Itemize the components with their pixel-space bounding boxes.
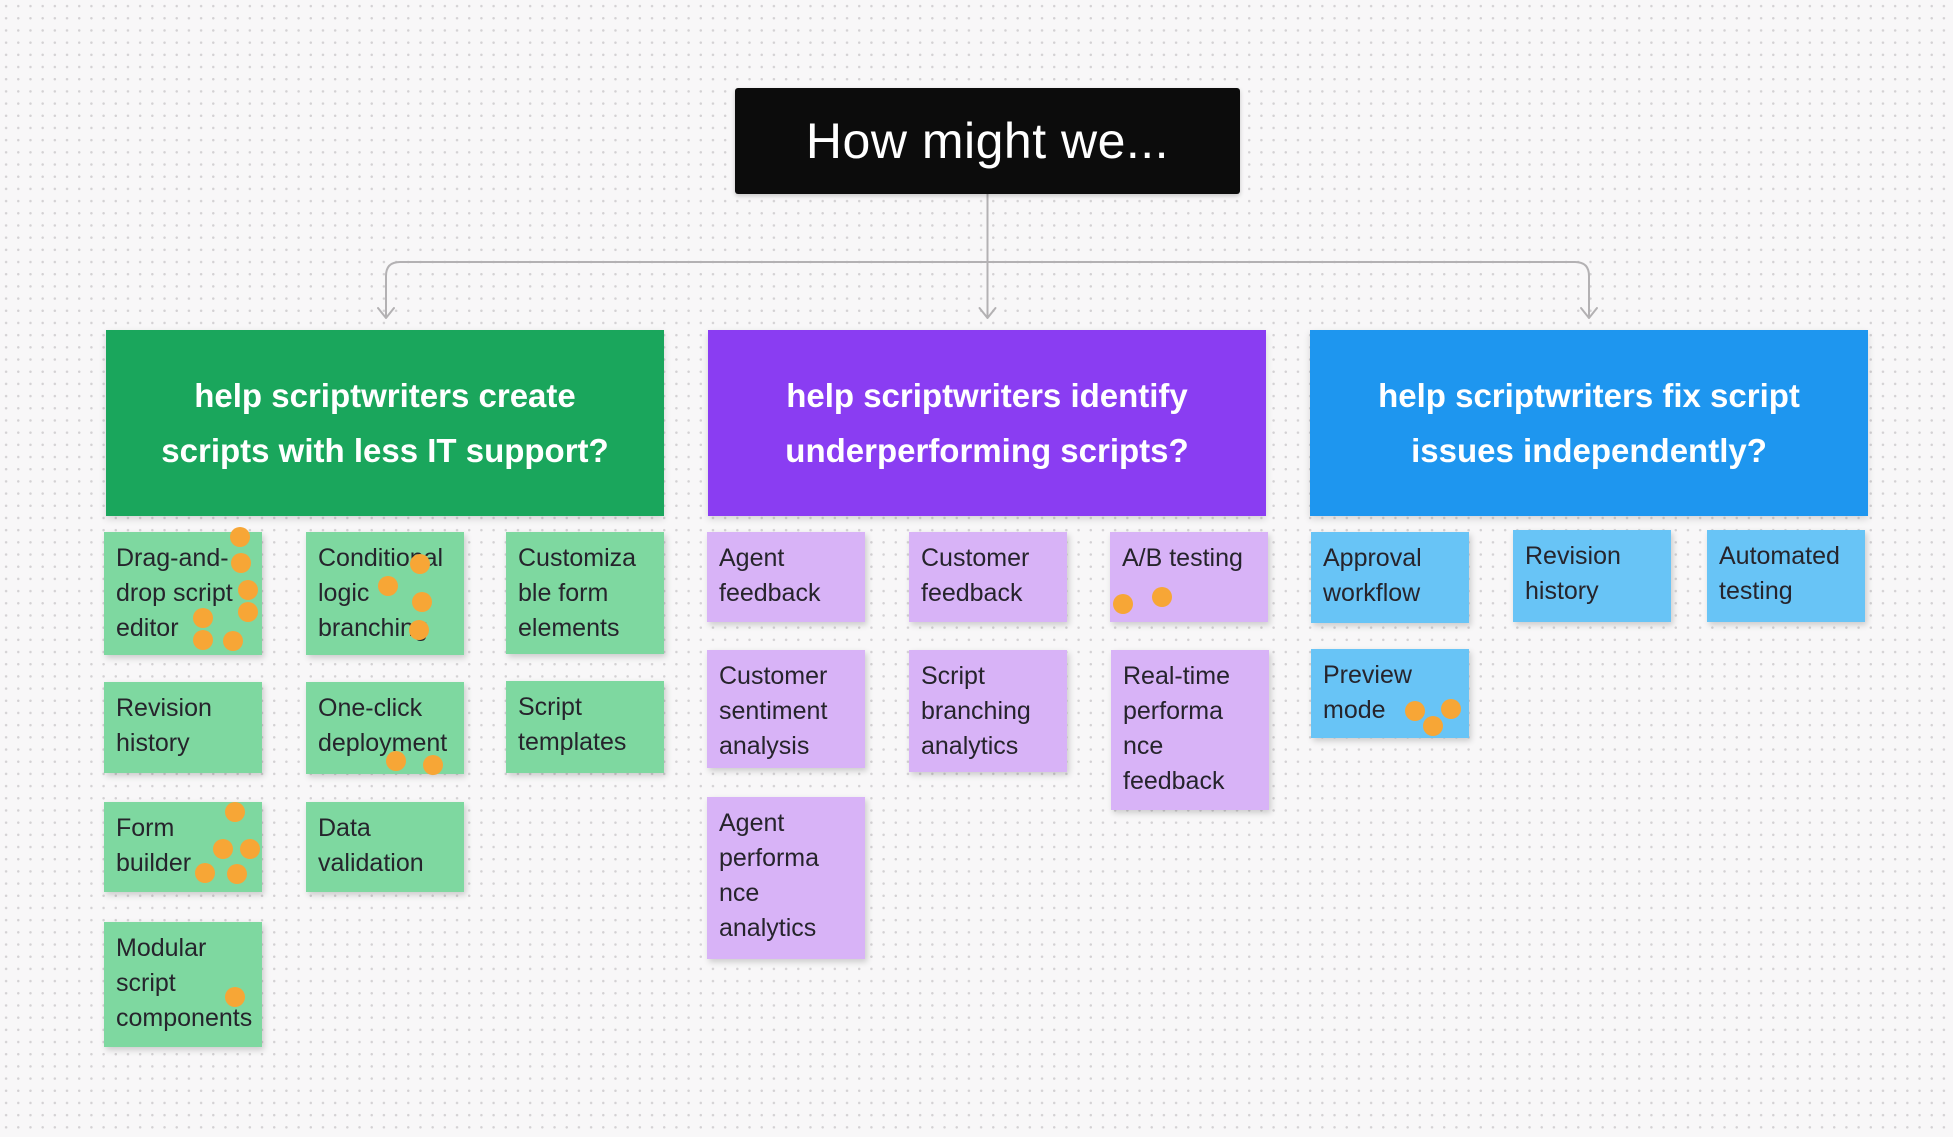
vote-dot[interactable] [1113, 594, 1133, 614]
vote-dot[interactable] [1405, 701, 1425, 721]
sticky-note[interactable]: A/B testing [1110, 532, 1268, 622]
vote-dot[interactable] [410, 554, 430, 574]
vote-dot[interactable] [1423, 716, 1443, 736]
arrowhead-right [1580, 307, 1598, 319]
sticky-note[interactable]: Modular script components [104, 922, 262, 1047]
vote-dot[interactable] [213, 839, 233, 859]
sticky-note[interactable]: Real-time performa nce feedback [1111, 650, 1269, 810]
question-box-identify-underperforming[interactable]: help scriptwriters identify underperform… [708, 330, 1266, 516]
sticky-note[interactable]: Customer feedback [909, 532, 1067, 622]
vote-dot[interactable] [423, 755, 443, 775]
sticky-note[interactable]: Data validation [306, 802, 464, 892]
sticky-note[interactable]: Preview mode [1311, 649, 1469, 738]
sticky-note[interactable]: Customiza ble form elements [506, 532, 664, 654]
sticky-note[interactable]: Revision history [1513, 530, 1671, 622]
question-box-fix-issues[interactable]: help scriptwriters fix script issues ind… [1310, 330, 1868, 516]
vote-dot[interactable] [223, 631, 243, 651]
vote-dot[interactable] [231, 553, 251, 573]
vote-dot[interactable] [230, 527, 250, 547]
arrowhead-left [377, 307, 395, 319]
vote-dot[interactable] [238, 602, 258, 622]
vote-dot[interactable] [1152, 587, 1172, 607]
question-box-create-scripts[interactable]: help scriptwriters create scripts with l… [106, 330, 664, 516]
vote-dot[interactable] [412, 592, 432, 612]
vote-dot[interactable] [225, 802, 245, 822]
vote-dot[interactable] [227, 864, 247, 884]
vote-dot[interactable] [386, 751, 406, 771]
vote-dot[interactable] [195, 863, 215, 883]
vote-dot[interactable] [240, 839, 260, 859]
sticky-note[interactable]: Agent feedback [707, 532, 865, 622]
sticky-note[interactable]: Script branching analytics [909, 650, 1067, 772]
vote-dot[interactable] [225, 987, 245, 1007]
sticky-note[interactable]: Automated testing [1707, 530, 1865, 622]
sticky-note[interactable]: Agent performa nce analytics [707, 797, 865, 959]
sticky-note[interactable]: Drag-and- drop script editor [104, 532, 262, 655]
sticky-note[interactable]: Revision history [104, 682, 262, 773]
vote-dot[interactable] [1441, 699, 1461, 719]
how-might-we-title[interactable]: How might we... [735, 88, 1240, 194]
vote-dot[interactable] [193, 608, 213, 628]
sticky-note[interactable]: Customer sentiment analysis [707, 650, 865, 768]
vote-dot[interactable] [378, 576, 398, 596]
vote-dot[interactable] [193, 630, 213, 650]
arrowhead-middle [978, 307, 997, 319]
sticky-note[interactable]: Approval workflow [1311, 532, 1469, 623]
sticky-note[interactable]: Script templates [506, 681, 664, 773]
vote-dot[interactable] [409, 620, 429, 640]
vote-dot[interactable] [238, 580, 258, 600]
